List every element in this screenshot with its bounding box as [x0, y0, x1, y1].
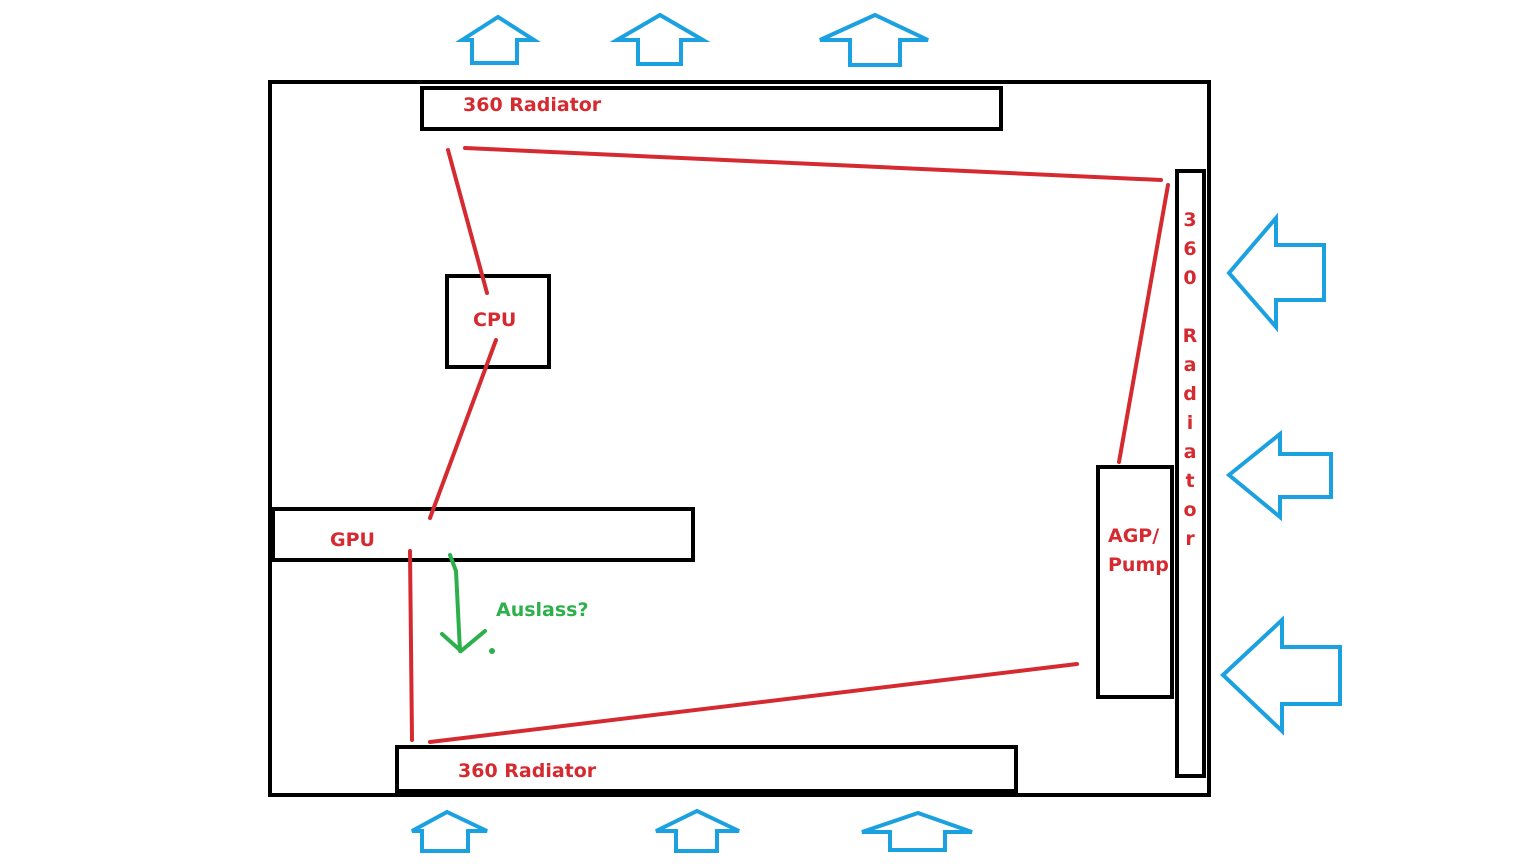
side-radiator-label-char: a: [1184, 354, 1197, 376]
case-outline: [268, 80, 1211, 797]
side-radiator-label-char: R: [1183, 325, 1198, 347]
airflow-up-arrow-icon: [861, 810, 973, 852]
top-airflow-arrows: [455, 12, 929, 67]
top-radiator-label: 360 Radiator: [463, 94, 602, 116]
pump-label-line2: Pump: [1108, 554, 1169, 576]
airflow-up-arrow-icon: [609, 12, 711, 66]
cpu-label: CPU: [473, 309, 516, 331]
side-radiator-label-char: r: [1185, 528, 1195, 550]
side-radiator-label-char: d: [1183, 383, 1197, 405]
side-airflow-arrows: [1220, 212, 1342, 736]
side-radiator-label-char: 3: [1183, 209, 1196, 231]
bottom-airflow-arrows: [411, 808, 973, 853]
pump-reservoir: [1096, 465, 1174, 699]
airflow-up-arrow-icon: [411, 809, 488, 853]
airflow-left-arrow-icon: [1225, 429, 1333, 522]
airflow-up-arrow-icon: [819, 12, 929, 67]
tube-pump-sideradiator: [1117, 183, 1170, 464]
tube-gpu-bottomradiator: [408, 549, 414, 742]
tubing: [408, 146, 1170, 744]
outlet-arrow-icon: [440, 553, 487, 654]
bottom-radiator: [395, 745, 1018, 793]
gpu-label: GPU: [330, 529, 375, 551]
airflow-up-arrow-icon: [655, 808, 740, 853]
side-radiator-label-char: o: [1183, 499, 1196, 521]
airflow-left-arrow-icon: [1220, 615, 1342, 736]
cpu-block: [445, 274, 551, 369]
tube-cpu-gpu: [428, 338, 498, 520]
side-radiator: [1175, 169, 1206, 778]
gpu-card: [271, 507, 695, 562]
side-radiator-label-char: i: [1187, 412, 1194, 434]
bottom-radiator-label: 360 Radiator: [458, 760, 597, 782]
annotation-dot: [489, 648, 495, 654]
airflow-up-arrow-icon: [455, 14, 541, 65]
outlet-annotation-label: Auslass?: [496, 599, 589, 621]
side-radiator-label-char: 6: [1183, 238, 1196, 260]
side-radiator-label-char: 0: [1183, 267, 1196, 289]
tube-bottomradiator-pump: [428, 662, 1079, 744]
side-radiator-label-char: a: [1184, 441, 1197, 463]
airflow-left-arrow-icon: [1226, 212, 1326, 333]
tube-sideradiator-topradiator: [463, 146, 1163, 182]
tube-topradiator-cpu: [446, 148, 489, 295]
pump-label-line1: AGP/: [1108, 525, 1159, 547]
side-radiator-label-char: t: [1185, 470, 1194, 492]
top-radiator: [420, 86, 1003, 131]
